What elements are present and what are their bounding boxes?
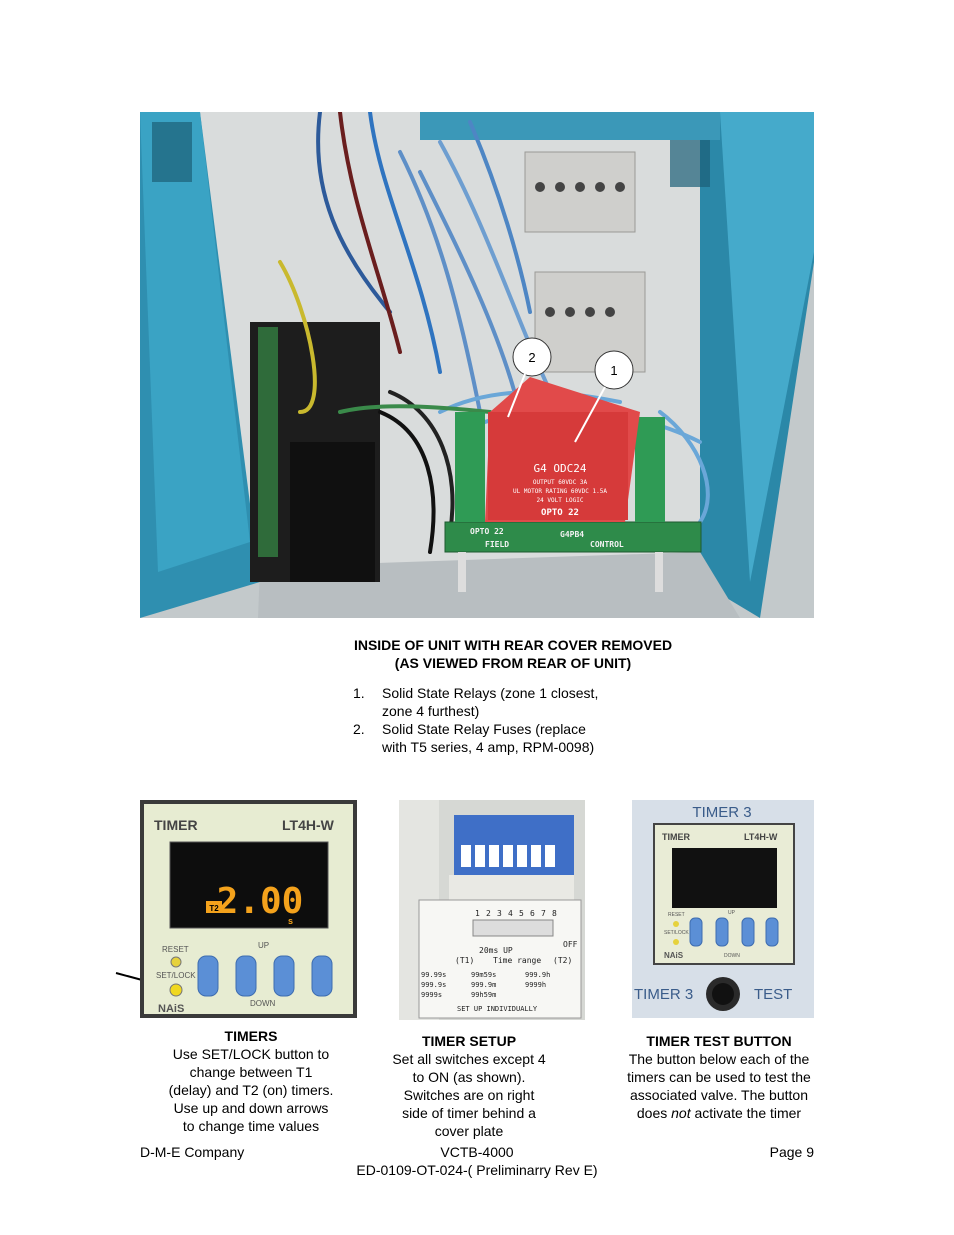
unit-interior-photo: OPTO 22 FIELD G4PB4 CONTROL G4 ODC24 OUT… (140, 112, 814, 618)
footer-company: D-M-E Company (140, 1144, 245, 1160)
timer-badge: T2 (209, 904, 219, 913)
svg-text:6: 6 (530, 909, 535, 918)
relay-model: G4 ODC24 (534, 462, 587, 475)
setup-section: TIMER SETUP Set all switches except 4 to… (370, 1032, 568, 1140)
timer-model: LT4H-W (282, 817, 335, 833)
relay-logic: 24 VOLT LOGIC (537, 497, 584, 504)
timer-test-photo: TIMER 3 TIMER LT4H-W RESET SET/LOCK UP D… (632, 800, 814, 1018)
range-row-label: 20ms UP (479, 946, 513, 955)
maker-logo: NAiS (158, 1003, 184, 1015)
timer-setup-photo: 1 2 3 4 5 6 7 8 20ms UP OFF (T1) Time ra… (399, 800, 585, 1020)
callout-1: 1 (610, 363, 617, 378)
caption-line-2: (AS VIEWED FROM REAR OF UNIT) (394, 655, 632, 671)
time-range-label: Time range (493, 956, 541, 965)
footer-product: VCTB-4000 (440, 1144, 514, 1160)
timer-unit: s (288, 916, 293, 926)
parts-list: 1. Solid State Relays (zone 1 closest, z… (353, 684, 653, 756)
svg-text:3: 3 (497, 909, 502, 918)
timers-section: TIMERS Use SET/LOCK button to change bet… (140, 1027, 362, 1135)
list-item: 2. Solid State Relay Fuses (replace with… (353, 721, 595, 755)
svg-text:TIMER: TIMER (662, 832, 690, 842)
svg-text:99m59s: 99m59s (471, 971, 496, 979)
svg-text:5: 5 (519, 909, 524, 918)
board-control: CONTROL (590, 540, 624, 549)
svg-text:7: 7 (541, 909, 546, 918)
timers-title: TIMERS (224, 1028, 278, 1044)
svg-text:9999h: 9999h (525, 981, 546, 989)
list-item: 1. Solid State Relays (zone 1 closest, z… (353, 685, 599, 719)
down-label: DOWN (250, 999, 276, 1008)
test-title: TIMER TEST BUTTON (646, 1033, 792, 1049)
svg-text:2: 2 (486, 909, 491, 918)
svg-text:NAiS: NAiS (664, 951, 684, 960)
setup-title: TIMER SETUP (421, 1033, 517, 1049)
svg-text:4: 4 (508, 909, 513, 918)
relay-rating: UL MOTOR RATING 60VDC 1.5A (513, 488, 607, 495)
caption-line-1: INSIDE OF UNIT WITH REAR COVER REMOVED (353, 637, 673, 653)
svg-text:1: 1 (475, 909, 480, 918)
svg-text:999.9m: 999.9m (471, 981, 496, 989)
svg-text:999.9s: 999.9s (421, 981, 446, 989)
svg-text:(T1): (T1) (455, 956, 474, 965)
board-brand: OPTO 22 (470, 527, 504, 536)
svg-text:99.99s: 99.99s (421, 971, 446, 979)
svg-text:SET/LOCK: SET/LOCK (664, 930, 689, 936)
footer-page: Page 9 (769, 1144, 814, 1160)
svg-text:(T2): (T2) (553, 956, 572, 965)
reset-label: RESET (162, 945, 189, 954)
off-label: OFF (563, 940, 578, 949)
test-header: TIMER 3 (692, 804, 751, 821)
board-model: G4PB4 (560, 530, 584, 539)
setlock-label: SET/LOCK (156, 971, 196, 980)
svg-text:99h59m: 99h59m (471, 991, 496, 999)
relay-output: OUTPUT 60VDC 3A (533, 479, 588, 486)
svg-text:UP: UP (728, 910, 736, 916)
svg-text:LT4H-W: LT4H-W (744, 832, 778, 842)
setup-footer: SET UP INDIVIDUALLY (457, 1005, 538, 1013)
svg-text:8: 8 (552, 909, 557, 918)
svg-text:TIMER 3: TIMER 3 (634, 986, 693, 1003)
test-section: TIMER TEST BUTTON The button below each … (606, 1032, 832, 1122)
footer-doc-id: ED-0109-OT-024-( Preliminarry Rev E) (356, 1162, 598, 1178)
callout-2: 2 (528, 350, 535, 365)
board-field: FIELD (485, 540, 509, 549)
svg-text:DOWN: DOWN (724, 953, 740, 959)
timer-front-photo: TIMER LT4H-W 2.00 T2 s RESET SET/LOCK UP… (140, 800, 357, 1018)
relay-brand: OPTO 22 (541, 508, 579, 518)
svg-text:RESET: RESET (668, 912, 685, 918)
svg-text:TEST: TEST (754, 986, 792, 1003)
timer-display: 2.00 (217, 881, 304, 922)
svg-text:999.9h: 999.9h (525, 971, 550, 979)
svg-text:9999s: 9999s (421, 991, 442, 999)
timer-brand: TIMER (154, 817, 198, 833)
up-label: UP (258, 941, 269, 950)
